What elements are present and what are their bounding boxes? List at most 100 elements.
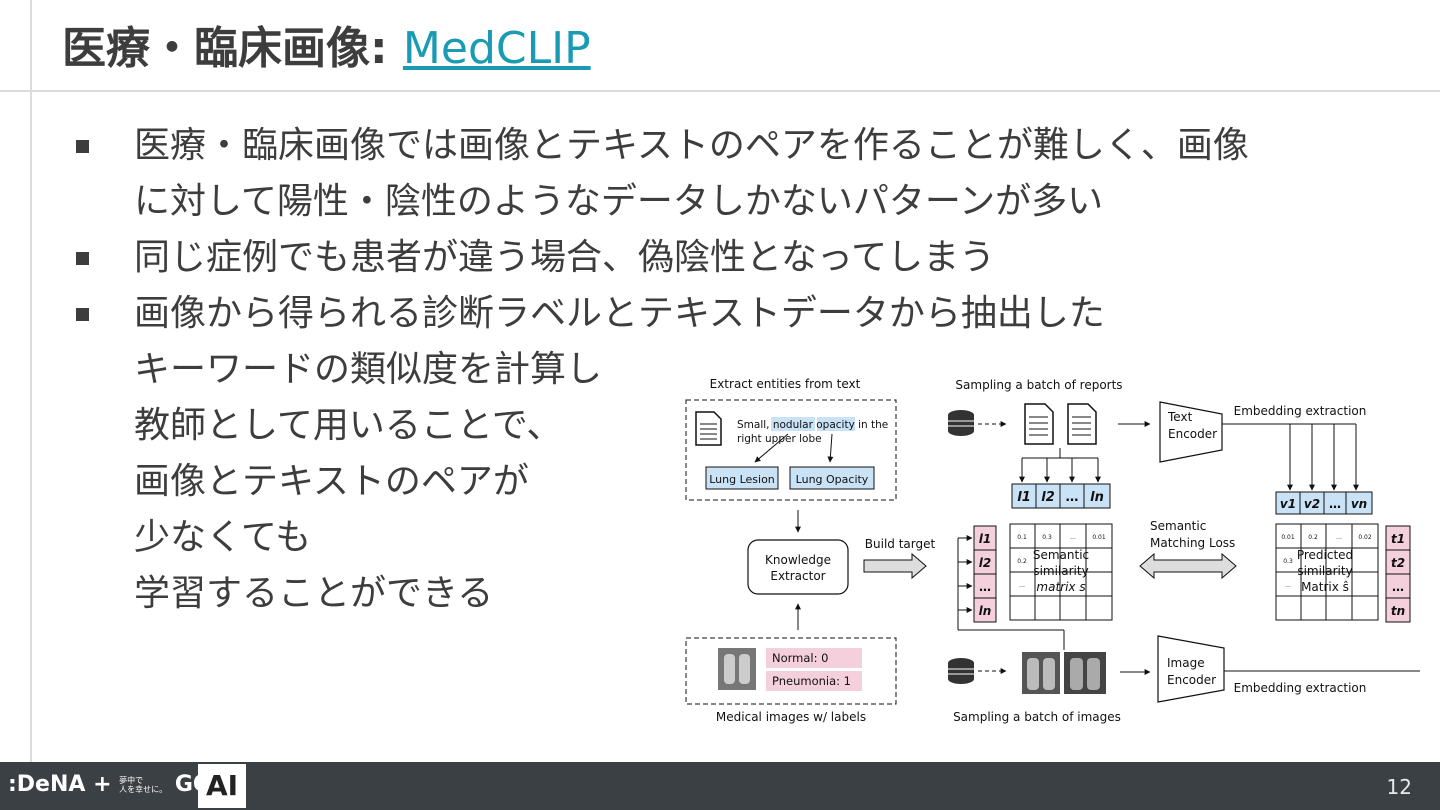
- v-label: v2: [1304, 497, 1320, 511]
- report-text-line1: Small, nodular opacity in the: [737, 419, 888, 431]
- l-label: …: [1066, 490, 1079, 505]
- matrix-cell: 0.2: [1017, 558, 1027, 565]
- semantic-matrix: [1009, 523, 1113, 621]
- sampling-images-label: Sampling a batch of images: [953, 710, 1121, 724]
- matrix-cell: 0.01: [1281, 534, 1295, 541]
- matrix-cell: …: [1336, 534, 1342, 541]
- text-encoder-label: Text: [1167, 410, 1193, 424]
- lung-shape: [1070, 658, 1083, 690]
- semantic-matrix-label: matrix s: [1036, 580, 1085, 594]
- loss-double-arrow: [1139, 552, 1237, 580]
- bullet-line: 医療・臨床画像では画像とテキストのペアを作ることが難しく、画像: [134, 125, 1249, 166]
- bullet-line: 画像とテキストのペアが: [134, 461, 529, 502]
- text-encoder-block: [1159, 401, 1223, 463]
- v-row: v1 v2 … vn: [1275, 491, 1373, 515]
- title-rule: [0, 90, 1440, 92]
- highlight-opacity: [817, 417, 855, 431]
- page-number: 12: [1386, 775, 1412, 799]
- label-normal-chip: [766, 648, 862, 668]
- lung-shape: [739, 654, 750, 684]
- bullet-square-icon: [76, 140, 89, 153]
- medclip-link[interactable]: MedCLIP: [402, 23, 591, 74]
- predicted-matrix-label: Predicted: [1297, 548, 1353, 562]
- v-label: v1: [1280, 497, 1296, 511]
- entity-arrow: [754, 433, 789, 463]
- image-encoder-label: Encoder: [1167, 673, 1216, 687]
- predicted-matrix: [1275, 523, 1379, 621]
- embedding-label-bottom: Embedding extraction: [1234, 681, 1367, 695]
- bullet-line: に対して陽性・陰性のようなデータしかないパターンが多い: [134, 181, 1104, 222]
- bullet-line: キーワードの類似度を計算し: [134, 349, 603, 390]
- l-label: l2: [1041, 490, 1055, 505]
- l-column: l1 l2 … ln: [973, 525, 997, 623]
- tag-lesion-label: Lung Lesion: [709, 473, 775, 486]
- t-label: …: [1392, 580, 1404, 594]
- bullet-line: 画像から得られる診断ラベルとテキストデータから抽出した: [134, 293, 1105, 334]
- l-label: ln: [979, 604, 992, 618]
- t-label: t1: [1391, 532, 1405, 546]
- bullet-item: 画像から得られる診断ラベルとテキストデータから抽出した: [72, 286, 1392, 342]
- image-encoder-block: [1157, 635, 1225, 703]
- l-label: …: [979, 580, 991, 594]
- matrix-cell: 0.01: [1092, 534, 1106, 541]
- knowledge-extractor-label: Knowledge: [765, 553, 831, 567]
- document-icon: [695, 411, 722, 446]
- logo-tagline-line: 人を幸せに。: [119, 785, 168, 794]
- tag-opacity-label: Lung Opacity: [796, 473, 869, 486]
- matrix-cell: …: [1070, 534, 1076, 541]
- sampling-reports-label: Sampling a batch of reports: [955, 378, 1122, 392]
- report-doc-icon: [1067, 403, 1097, 445]
- label-normal: Normal: 0: [772, 651, 828, 665]
- lung-shape: [1027, 658, 1039, 690]
- bullet-line: 少なくても: [134, 517, 312, 558]
- image-encoder-label: Image: [1167, 656, 1205, 670]
- medclip-diagram: Extract entities from text Small, nodula…: [685, 377, 1420, 724]
- lung-shape: [1043, 658, 1055, 690]
- v-label: vn: [1351, 497, 1367, 511]
- matrix-cell: 0.2: [1308, 534, 1318, 541]
- extract-title: Extract entities from text: [710, 377, 861, 391]
- report-doc-icon: [1024, 403, 1054, 445]
- report-text-line2: right upper lobe: [737, 433, 822, 445]
- logo-tagline: 夢中で人を幸せに。: [119, 776, 167, 794]
- dena-logo-text: :DeNA +: [8, 772, 120, 797]
- l-label: l1: [1017, 490, 1031, 505]
- bullet-item: 同じ症例でも患者が違う場合、偽陰性となってしまう: [72, 230, 1392, 286]
- semantic-matrix-label: similarity: [1033, 564, 1088, 578]
- bullet-line: 同じ症例でも患者が違う場合、偽陰性となってしまう: [134, 237, 996, 278]
- t-label: tn: [1391, 604, 1405, 618]
- lung-shape: [724, 654, 735, 684]
- semantic-loss-label: Matching Loss: [1150, 536, 1235, 550]
- predicted-matrix-label: similarity: [1297, 564, 1352, 578]
- text-encoder-label: Encoder: [1168, 427, 1217, 441]
- highlight-nodular: [771, 417, 815, 431]
- matrix-cell: 0.1: [1017, 534, 1027, 541]
- matrix-cell: 0.3: [1042, 534, 1052, 541]
- entity-arrow: [827, 433, 834, 463]
- matrix-cell: 0.02: [1358, 534, 1372, 541]
- bullet-line: 教師として用いることで、: [134, 405, 563, 446]
- l-label: ln: [1090, 490, 1104, 505]
- medical-images-box: [685, 637, 897, 705]
- medical-images-caption: Medical images w/ labels: [716, 710, 866, 724]
- left-rule: [30, 0, 32, 762]
- xray-thumbnail: [718, 648, 756, 690]
- page-title: 医療・臨床画像: MedCLIP: [62, 12, 591, 76]
- matrix-cell: 0.3: [1283, 558, 1293, 565]
- company-logo: :DeNA + 夢中で人を幸せに。 GO: [8, 772, 212, 797]
- t-label: t2: [1391, 556, 1405, 570]
- matrix-cell: …: [1019, 582, 1025, 589]
- bullet-square-icon: [76, 252, 89, 265]
- logo-tagline-line: 夢中で: [119, 776, 144, 785]
- t-column: t1 t2 … tn: [1385, 525, 1411, 623]
- l-label: l2: [979, 556, 991, 570]
- predicted-matrix-label: Matrix ŝ: [1301, 580, 1349, 594]
- bullet-square-icon: [76, 308, 89, 321]
- embedding-label-top: Embedding extraction: [1234, 404, 1367, 418]
- label-pneumonia-chip: [766, 671, 862, 691]
- knowledge-extractor-box: [747, 539, 849, 595]
- ai-badge: AI: [198, 764, 246, 808]
- bullet-line: 学習することができる: [134, 573, 494, 614]
- bullet-item: 医療・臨床画像では画像とテキストのペアを作ることが難しく、画像: [72, 118, 1392, 174]
- title-prefix: 医療・臨床画像:: [62, 23, 403, 74]
